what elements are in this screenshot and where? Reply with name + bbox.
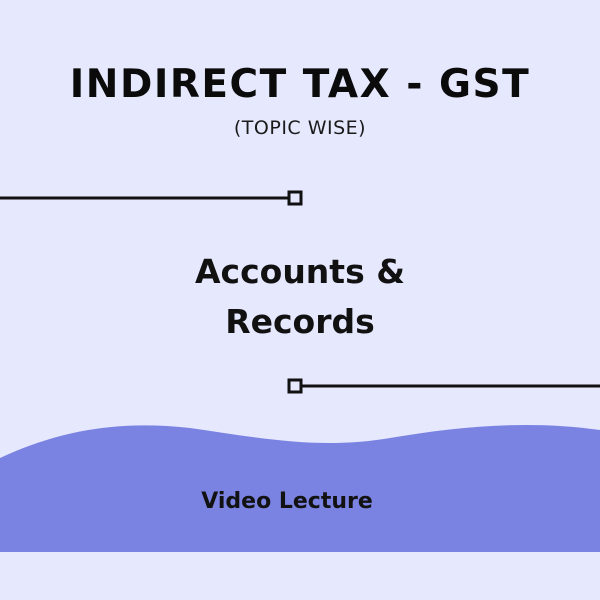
wave-band	[0, 424, 600, 552]
topic-line-2: Records	[225, 302, 375, 341]
connector-node-lower	[287, 378, 303, 394]
video-lecture-label: Video Lecture	[201, 489, 373, 514]
topic-line-1: Accounts &	[194, 252, 405, 291]
connector-node-upper	[287, 190, 303, 206]
poster-subtitle: (TOPIC WISE)	[233, 117, 367, 139]
topic-heading: Accounts & Records	[0, 247, 600, 347]
poster-title: INDIRECT TAX - GST	[69, 62, 531, 107]
